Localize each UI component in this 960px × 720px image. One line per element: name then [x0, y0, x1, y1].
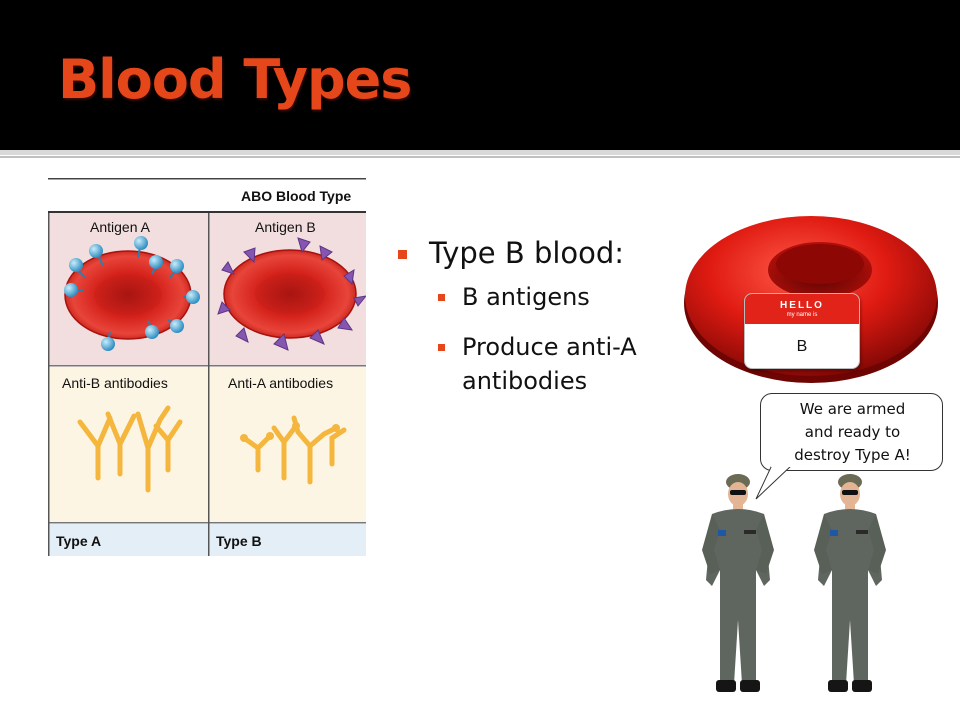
sub-bullet-1: B antigens — [438, 280, 698, 314]
sub-bullet-text-continued: antibodies — [462, 367, 588, 395]
column-divider — [208, 213, 210, 556]
abo-figure-svg: ABO Blood Type Antigen A Antigen B — [48, 178, 366, 556]
sub-bullet-marker — [438, 344, 445, 351]
left-border — [48, 213, 50, 556]
anti-b-antibodies-label: Anti-B antibodies — [62, 375, 168, 391]
speech-line-3: destroy Type A! — [794, 446, 911, 464]
header-divider-thin — [0, 156, 960, 158]
abo-blood-type-figure: ABO Blood Type Antigen A Antigen B — [48, 178, 366, 556]
speech-line-2: and ready to — [804, 423, 901, 441]
anti-a-antibody-shapes — [240, 415, 347, 485]
sub-bullet-text: B antigens — [462, 283, 590, 311]
speech-bubble-text: We are armed and ready to destroy Type A… — [761, 398, 944, 467]
bullet-marker — [398, 250, 407, 259]
rbc-with-antigen-a — [64, 236, 200, 351]
name-tag-name: B — [796, 338, 808, 355]
speech-line-1: We are armed — [799, 400, 906, 418]
anti-a-antibodies-label: Anti-A antibodies — [228, 375, 333, 391]
bullet-list: Type B blood: B antigens Produce anti-A … — [398, 236, 698, 398]
type-row — [48, 524, 366, 556]
name-tag-hello: HELLO — [780, 300, 824, 311]
rbc-with-antigen-b — [217, 237, 366, 351]
speech-bubble-tail — [755, 465, 793, 500]
speech-bubble: We are armed and ready to destroy Type A… — [760, 393, 943, 471]
type-b-label: Type B — [216, 533, 262, 549]
sub-bullet-marker — [438, 294, 445, 301]
antigen-b-label: Antigen B — [255, 219, 316, 235]
anti-b-antibody-shapes — [77, 405, 183, 493]
header-rule — [48, 211, 366, 213]
abo-header: ABO Blood Type — [241, 188, 351, 204]
pilot-soldiers-illustration — [702, 474, 886, 692]
table-top-rule — [48, 178, 366, 180]
header-divider — [0, 150, 960, 155]
row-divider-2 — [48, 522, 366, 524]
name-tag-header: HELLO my name is — [745, 294, 859, 324]
antigen-a-label: Antigen A — [90, 219, 151, 235]
bullet-main: Type B blood: — [398, 236, 698, 270]
type-a-label: Type A — [56, 533, 101, 549]
slide-title: Blood Types — [58, 48, 412, 111]
header-band — [0, 0, 960, 150]
sub-bullet-2: Produce anti-A antibodies — [438, 330, 698, 398]
row-divider-1 — [48, 365, 366, 367]
pilot-figure-left — [702, 474, 774, 692]
name-tag-subtitle: my name is — [786, 312, 818, 318]
sub-bullet-text: Produce anti-A — [462, 333, 637, 361]
sub-bullet-list: B antigens Produce anti-A antibodies — [438, 280, 698, 398]
hello-name-tag: HELLO my name is B — [744, 293, 860, 369]
pilot-figure-right — [814, 474, 886, 692]
bullet-main-text: Type B blood: — [429, 236, 625, 270]
